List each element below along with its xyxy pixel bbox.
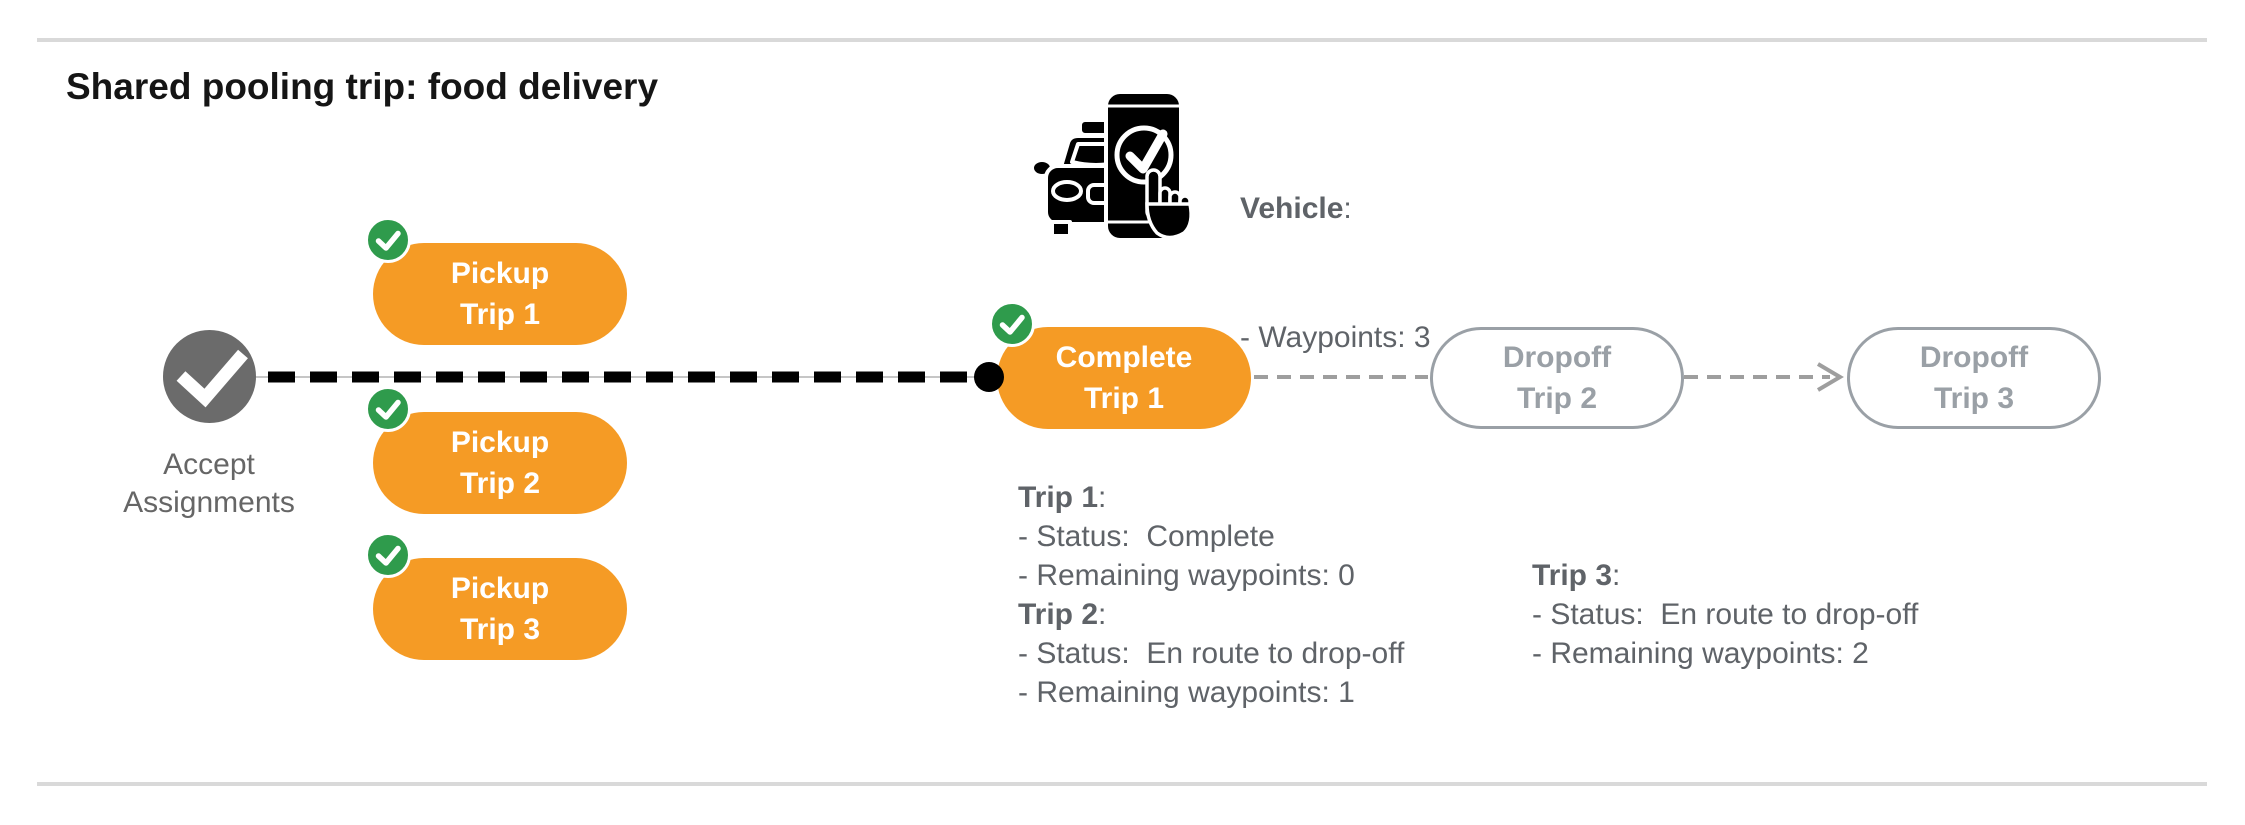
car-headlight [1051,180,1083,202]
accept-label-line1: Accept [163,448,255,481]
vehicle-label-colon: : [1343,192,1352,225]
trip-3-status: - Status: En route to drop-off [1532,598,1919,631]
hand-fist [1145,202,1193,240]
node-dropoff-trip-3: Dropoff Trip 3 [1847,327,2101,429]
pill-label-line2: Trip 3 [1933,382,2015,415]
pill-label-line2: Trip 3 [459,613,541,646]
phone-check-ring [1114,125,1174,185]
vehicle-info: Vehicle: - Waypoints: 3 [1240,101,1431,445]
top-divider [37,38,2207,42]
node-pickup-trip-1: Pickup Trip 1 [365,217,627,345]
trip-details-left: Trip 1: - Status: Complete - Remaining w… [1018,478,1404,712]
phone-check-mark [1125,129,1168,174]
pill-label-line1: Dropoff [1502,341,1612,374]
trip-2-status: - Status: En route to drop-off [1018,637,1405,670]
pill-label-line2: Trip 2 [459,467,541,500]
vehicle-waypoints: - Waypoints: 3 [1240,321,1431,354]
trip-3-heading: Trip 3: [1532,556,1918,595]
pill-label-line1: Pickup [450,426,550,459]
heading-colon: : [1098,598,1107,631]
trip-1-waypoints: - Remaining waypoints: 0 [1018,559,1355,592]
check-badge-icon [365,386,411,432]
node-pickup-trip-2: Pickup Trip 2 [365,386,627,514]
trip-3-name: Trip 3 [1532,559,1613,592]
trip-2-name: Trip 2 [1018,598,1099,631]
heading-colon: : [1098,481,1107,514]
trip-1-status: - Status: Complete [1018,520,1275,553]
page-title: Shared pooling trip: food delivery [66,66,659,107]
pill-label-line1: Pickup [450,257,550,290]
pill-label-line1: Dropoff [1919,341,2029,374]
pill-label-line2: Trip 1 [1083,382,1165,415]
trip-1-name: Trip 1 [1018,481,1099,514]
trip-details-right: Trip 3: - Status: En route to drop-off -… [1532,556,1918,673]
arrow-head-icon [1816,362,1844,392]
trip-2-waypoints: - Remaining waypoints: 1 [1018,676,1355,709]
vehicle-label: Vehicle [1240,192,1344,225]
accept-label-line2: Assignments [123,486,295,519]
node-pickup-trip-3: Pickup Trip 3 [365,532,627,660]
check-badge-icon [989,301,1035,347]
check-badge-icon [365,532,411,578]
pill-label-line1: Complete [1055,341,1193,374]
car-phone-check-icon [1022,72,1202,247]
trip-3-waypoints: - Remaining waypoints: 2 [1532,637,1869,670]
vehicle-label-line: Vehicle: [1240,187,1431,230]
pill-label-line2: Trip 1 [459,298,541,331]
check-badge-icon [365,217,411,263]
node-dropoff-trip-2: Dropoff Trip 2 [1430,327,1684,429]
car-wheel [1050,220,1072,238]
node-complete-trip-1: Complete Trip 1 [989,301,1251,429]
pill-label-line1: Pickup [450,572,550,605]
bottom-divider [37,782,2207,786]
trip-1-heading: Trip 1: [1018,478,1404,517]
accept-assignments-label: Accept Assignments [34,446,384,522]
accept-assignments-node [163,330,256,423]
heading-colon: : [1612,559,1621,592]
trip-2-heading: Trip 2: [1018,595,1404,634]
check-icon [176,349,248,408]
pill-label-line2: Trip 2 [1516,382,1598,415]
